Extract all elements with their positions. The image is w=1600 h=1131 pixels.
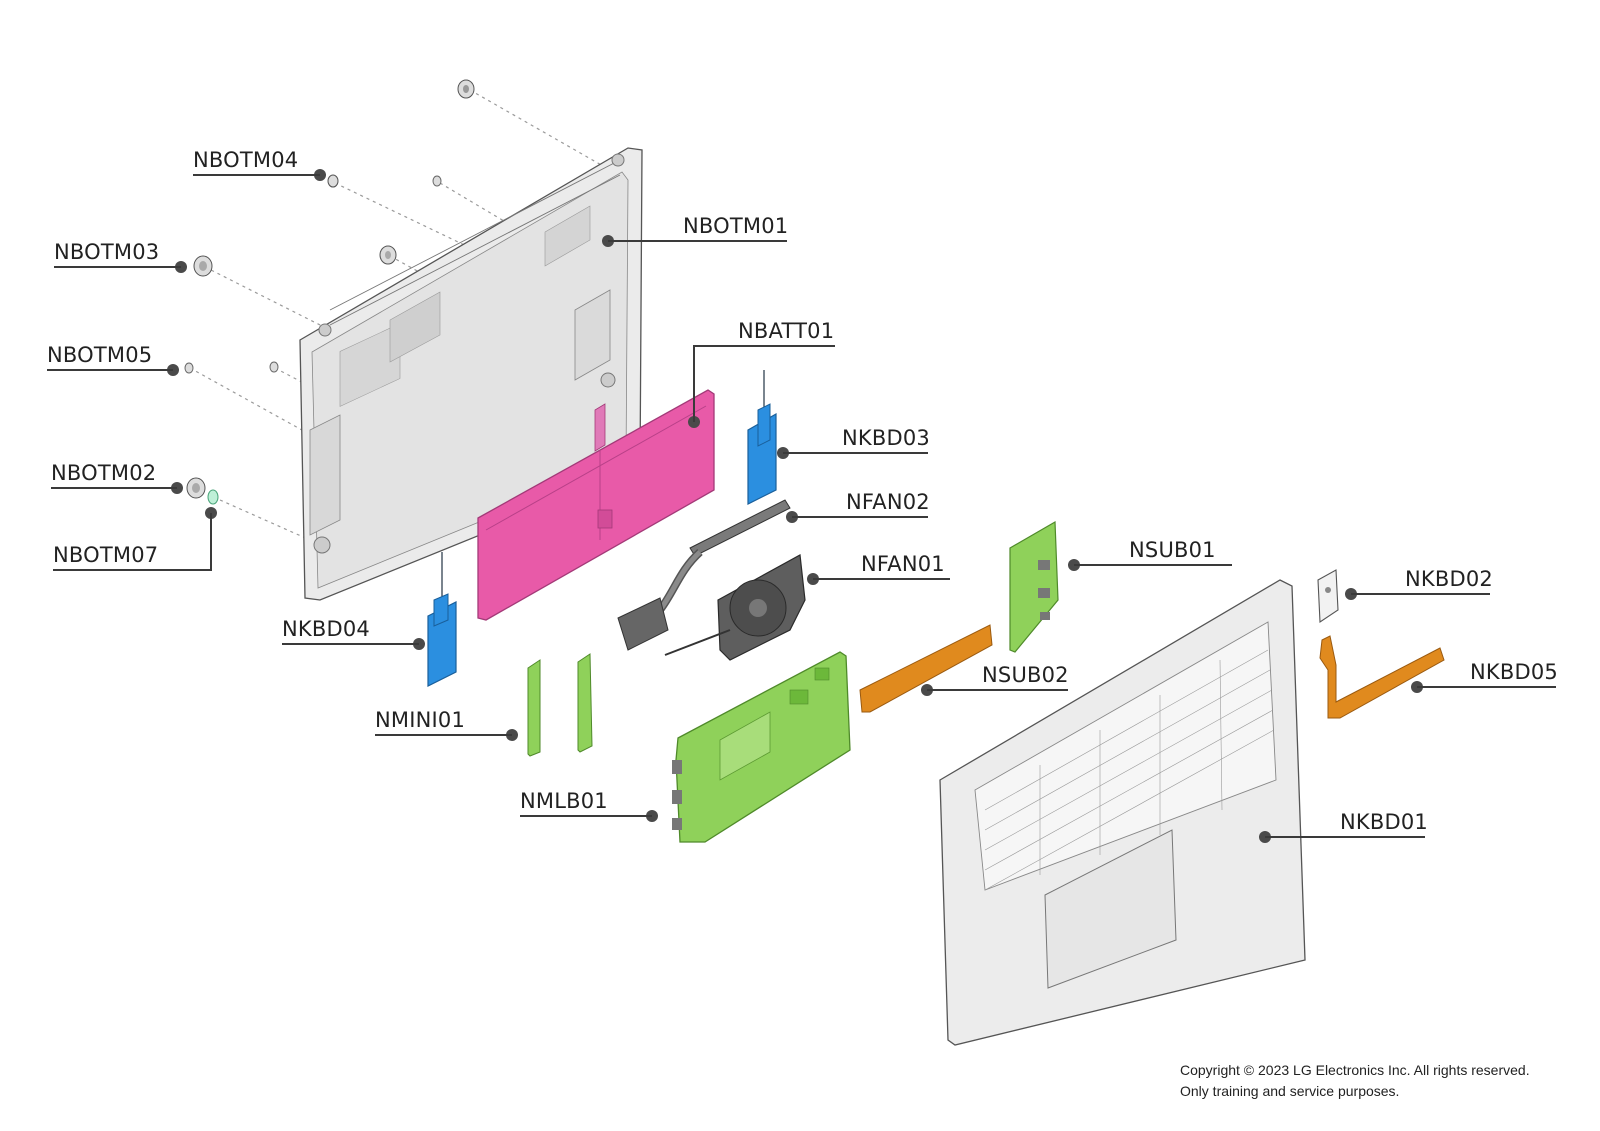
- battery-part: [477, 389, 715, 621]
- callout-nsub01: NSUB01: [1068, 538, 1232, 571]
- keyboard-bracket-part: [1317, 569, 1339, 623]
- svg-text:NBOTM02: NBOTM02: [51, 461, 156, 485]
- callout-nbatt01: NBATT01: [688, 319, 835, 428]
- svg-text:NKBD03: NKBD03: [842, 426, 930, 450]
- nbotm03-washer: [193, 255, 213, 277]
- nbotm05-screw: [184, 362, 194, 374]
- screw-top: [457, 79, 475, 99]
- usage-note: Only training and service purposes.: [1180, 1083, 1400, 1099]
- svg-text:NBATT01: NBATT01: [738, 319, 834, 343]
- screws: [184, 79, 475, 505]
- keyboard-top-case-part: [939, 579, 1306, 1046]
- svg-text:NBOTM01: NBOTM01: [683, 214, 788, 238]
- callout-nbotm02: NBOTM02: [51, 461, 183, 494]
- callout-nkbd05: NKBD05: [1411, 660, 1558, 693]
- speaker-left-part: [427, 552, 457, 687]
- callout-nbotm01: NBOTM01: [602, 214, 788, 247]
- callout-nfan01: NFAN01: [807, 552, 950, 585]
- svg-text:NMLB01: NMLB01: [520, 789, 608, 813]
- svg-text:NBOTM04: NBOTM04: [193, 148, 298, 172]
- callout-nmlb01: NMLB01: [520, 789, 658, 822]
- fan-part: [664, 554, 806, 661]
- copyright-notice: Copyright © 2023 LG Electronics Inc. All…: [1180, 1060, 1530, 1102]
- svg-text:NKBD04: NKBD04: [282, 617, 370, 641]
- mainboard-part: [672, 651, 851, 843]
- nbotm02-washer: [186, 477, 206, 499]
- callout-nsub02: NSUB02: [921, 663, 1069, 696]
- callout-nkbd03: NKBD03: [777, 426, 930, 459]
- keyboard-flex-cable-part: [1319, 635, 1445, 719]
- svg-text:NSUB02: NSUB02: [982, 663, 1069, 687]
- heatsink-part: [617, 499, 791, 651]
- nbotm04-screw: [327, 174, 339, 188]
- svg-text:NBOTM03: NBOTM03: [54, 240, 159, 264]
- svg-text:NKBD01: NKBD01: [1340, 810, 1428, 834]
- memory-modules-part: [527, 653, 593, 757]
- svg-text:NKBD05: NKBD05: [1470, 660, 1558, 684]
- sub-board-part: [1009, 520, 1059, 653]
- callout-nbotm03: NBOTM03: [54, 240, 187, 273]
- callout-nbotm05: NBOTM05: [47, 343, 179, 376]
- sub-flex-cable-part: [859, 624, 993, 713]
- nbotm07-rubber: [207, 489, 219, 505]
- callout-nkbd04: NKBD04: [282, 617, 425, 650]
- svg-text:NKBD02: NKBD02: [1405, 567, 1493, 591]
- callout-nkbd02: NKBD02: [1345, 567, 1493, 600]
- svg-text:NSUB01: NSUB01: [1129, 538, 1216, 562]
- keyboard-keys: [984, 649, 1275, 891]
- copyright-line: Copyright © 2023 LG Electronics Inc. All…: [1180, 1062, 1530, 1078]
- callout-nfan02: NFAN02: [786, 490, 930, 523]
- svg-text:NMINI01: NMINI01: [375, 708, 465, 732]
- speaker-right-part: [747, 370, 777, 505]
- callout-nbotm07: NBOTM07: [53, 507, 217, 571]
- svg-text:NFAN01: NFAN01: [861, 552, 945, 576]
- svg-text:NBOTM07: NBOTM07: [53, 543, 158, 567]
- svg-text:NBOTM05: NBOTM05: [47, 343, 152, 367]
- svg-text:NFAN02: NFAN02: [846, 490, 930, 514]
- callout-nkbd01: NKBD01: [1259, 810, 1428, 843]
- callout-nmini01: NMINI01: [375, 708, 518, 741]
- callout-nbotm04: NBOTM04: [193, 148, 326, 181]
